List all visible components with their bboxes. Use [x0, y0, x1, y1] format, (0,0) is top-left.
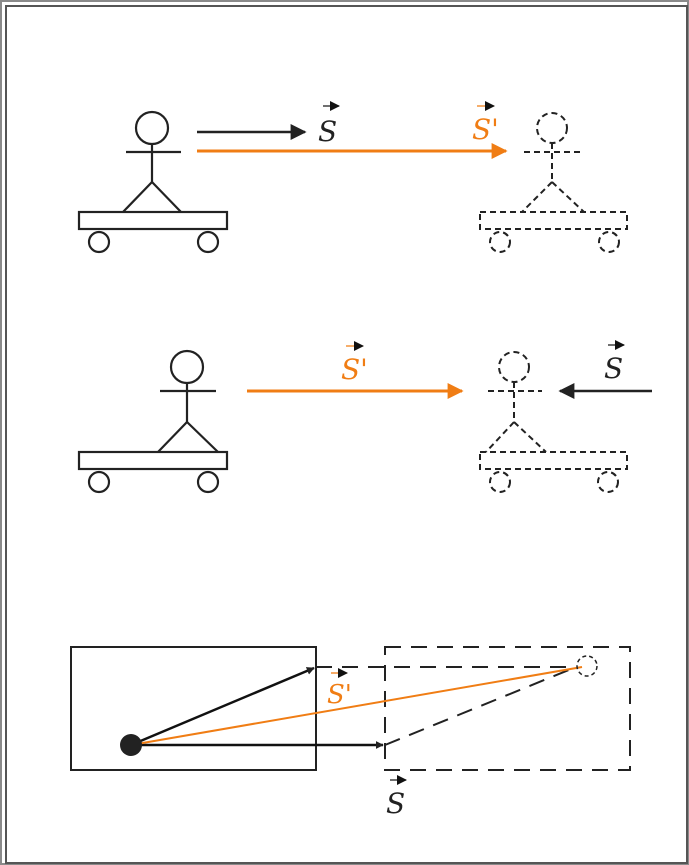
vector-s-letter-3: S	[386, 787, 405, 820]
vector-s-prime-letter: S'	[472, 113, 499, 146]
target-point-dashed	[576, 655, 598, 677]
arrow-to-top-corner	[130, 666, 315, 747]
dashed-box	[384, 646, 631, 771]
vector-s-prime-label: S'	[472, 101, 499, 146]
vector-s-label-3: S	[386, 775, 407, 820]
origin-point	[120, 734, 142, 756]
vector-s-label-2: S	[604, 340, 625, 385]
person-on-cart-dashed	[479, 112, 628, 253]
vector-s-prime-letter-2: S'	[341, 353, 368, 386]
panel-1: S S'	[77, 101, 628, 254]
vector-s-letter-2: S	[604, 352, 623, 385]
person-on-cart-solid-2	[77, 349, 229, 494]
vector-s-prime-label-3: S'	[327, 668, 352, 710]
panel-3: S' S	[70, 646, 631, 820]
orange-resultant-line	[130, 666, 583, 746]
person-on-cart-solid	[77, 110, 229, 254]
dashed-diagonal	[384, 666, 577, 746]
vector-s-prime-label-2: S'	[341, 341, 368, 386]
vector-s-prime-letter-3: S'	[327, 680, 352, 710]
panel-2: S' S	[77, 340, 652, 494]
vector-s-letter: S	[318, 115, 337, 148]
vector-s-label: S	[318, 101, 340, 148]
solid-box	[70, 646, 317, 771]
person-on-cart-dashed-2	[479, 351, 628, 493]
